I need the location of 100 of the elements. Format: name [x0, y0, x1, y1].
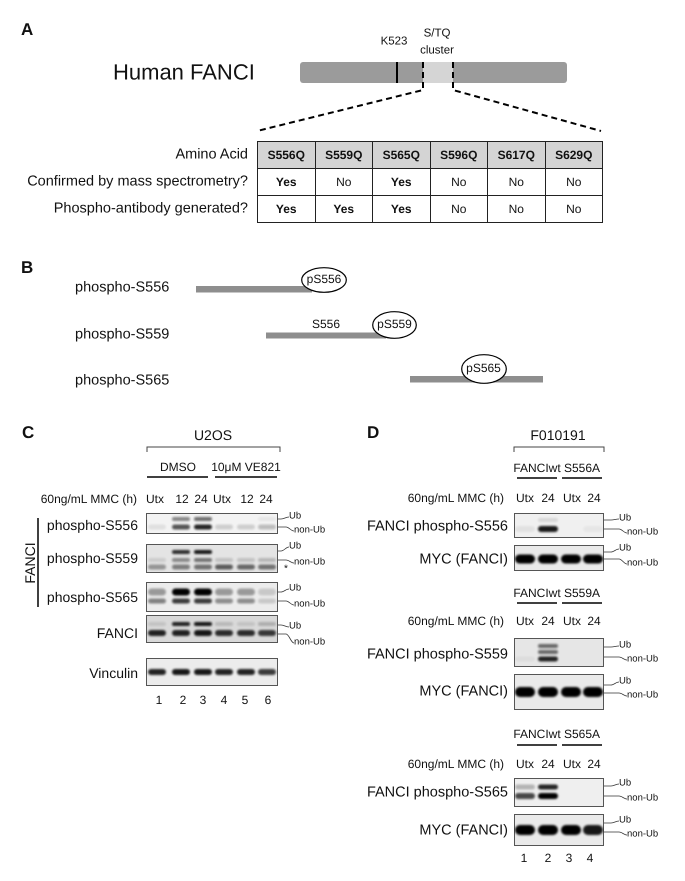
- lane-label: 24: [587, 758, 601, 772]
- header-cell: S629Q: [544, 141, 603, 169]
- construct-label: FANCIwt: [513, 728, 561, 742]
- band-label: Ub: [619, 778, 632, 790]
- western-blot-drawing: [514, 638, 604, 667]
- leader-line: [278, 516, 290, 520]
- cell-line-label: U2OS: [194, 426, 232, 444]
- treatment-label: DMSO: [160, 461, 196, 475]
- lane-number: 4: [220, 694, 228, 708]
- lane-number: 2: [544, 852, 552, 866]
- header-cell: S565Q: [372, 141, 430, 169]
- panel-letter: B: [21, 258, 34, 278]
- header-cell: S559Q: [314, 141, 373, 169]
- lane-number: 1: [520, 852, 528, 866]
- lane-label: 12: [240, 493, 254, 507]
- row-label: Confirmed by mass spectrometry?: [27, 174, 248, 190]
- construct-label: FANCIwt: [513, 462, 561, 476]
- lane-label: Utx: [516, 492, 534, 506]
- construct-label: FANCIwt: [513, 587, 561, 601]
- phospho-site-ellipse: pS556: [301, 267, 347, 293]
- table-cell: No: [544, 195, 603, 223]
- lane-number: 2: [180, 694, 186, 708]
- leader-line: [604, 528, 628, 534]
- band-label: non-Ub: [627, 830, 658, 840]
- leader-line: [278, 634, 294, 644]
- construct-label: S565A: [564, 728, 600, 742]
- leader-line: [278, 588, 290, 592]
- leader-line: [278, 560, 294, 564]
- header-cell: S596Q: [430, 141, 488, 169]
- band-label: Ub: [619, 640, 632, 652]
- condition-label: 60ng/mL MMC (h): [408, 758, 504, 772]
- western-blot-drawing: [514, 513, 604, 538]
- leader-line: [604, 646, 620, 648]
- lane-label: Utx: [563, 615, 581, 629]
- lane-label: 24: [541, 492, 555, 506]
- leader-line: [278, 624, 290, 628]
- band-label: non-Ub: [627, 528, 658, 538]
- band-label: Ub: [619, 816, 632, 826]
- band-label: non-Ub: [627, 558, 658, 570]
- panel-letter: C: [22, 423, 34, 443]
- lane-label: 24: [587, 615, 601, 629]
- phospho-site-ellipse: pS565: [460, 354, 506, 384]
- condition-label: 60ng/mL MMC (h): [408, 492, 504, 506]
- cell-line-label: F010191: [530, 426, 586, 444]
- leader-line: [604, 832, 628, 836]
- western-blot-drawing: [146, 582, 278, 612]
- table-cell: Yes: [257, 195, 316, 223]
- leader-line: [604, 518, 620, 520]
- lane-number: 5: [242, 694, 248, 708]
- leader-line: [604, 558, 628, 564]
- band-label: Ub: [289, 622, 302, 632]
- blot-label: Vinculin: [89, 664, 138, 682]
- lane-label: 24: [541, 615, 555, 629]
- blot-label: phospho-S565: [46, 588, 138, 606]
- lane-label: 24: [541, 758, 555, 772]
- band-label: Ub: [619, 544, 632, 554]
- lane-label: Utx: [563, 758, 581, 772]
- header-cell: S617Q: [487, 141, 546, 169]
- band-label: non-Ub: [627, 654, 658, 666]
- band-label: Ub: [619, 514, 632, 524]
- site-label: S556: [312, 318, 340, 332]
- lane-label: Utx: [213, 493, 231, 507]
- band-label: Ub: [619, 676, 632, 688]
- leader-line: [278, 546, 290, 552]
- protein-label: FANCI: [22, 542, 38, 584]
- row-label: Amino Acid: [175, 146, 248, 164]
- row-label: Phospho-antibody generated?: [54, 200, 248, 218]
- band-label: non-Ub: [294, 526, 326, 536]
- lane-number: 6: [264, 694, 272, 708]
- leader-line: [604, 784, 620, 786]
- blot-label: FANCI phospho-S559: [366, 646, 508, 664]
- asterisk: *: [284, 563, 288, 575]
- western-blot-drawing: [514, 674, 604, 710]
- lane-label: 24: [194, 493, 208, 507]
- peptide-label: phospho-S559: [75, 326, 170, 344]
- leader-line: [604, 656, 628, 660]
- leader-line: [604, 682, 620, 686]
- condition-label: 60ng/mL MMC (h): [408, 615, 504, 629]
- leader-line: [278, 526, 294, 532]
- lane-number: 3: [566, 852, 572, 866]
- panel-letter: A: [21, 20, 34, 40]
- western-blot-drawing: [146, 615, 278, 643]
- lane-label: Utx: [516, 758, 534, 772]
- construct-label: S556A: [564, 462, 600, 476]
- peptide-label: phospho-S556: [75, 280, 170, 296]
- phospho-site-ellipse: pS559: [372, 311, 417, 339]
- leader-line: [604, 820, 620, 824]
- blot-label: MYC (FANCI): [419, 552, 508, 568]
- header-cell: S556Q: [257, 141, 316, 169]
- lane-label: 24: [587, 492, 601, 506]
- treatment-label: 10μM VE821: [211, 461, 281, 475]
- condition-label: 60ng/mL MMC (h): [40, 493, 137, 507]
- leader-line: [604, 692, 628, 696]
- blot-label: MYC (FANCI): [419, 684, 508, 700]
- panel-letter: D: [367, 423, 380, 443]
- western-blot-drawing: [146, 513, 278, 534]
- lane-label: Utx: [146, 493, 164, 507]
- western-blot-drawing: [514, 778, 604, 807]
- protein-name: Human FANCI: [113, 59, 255, 85]
- leader-line: [604, 796, 628, 800]
